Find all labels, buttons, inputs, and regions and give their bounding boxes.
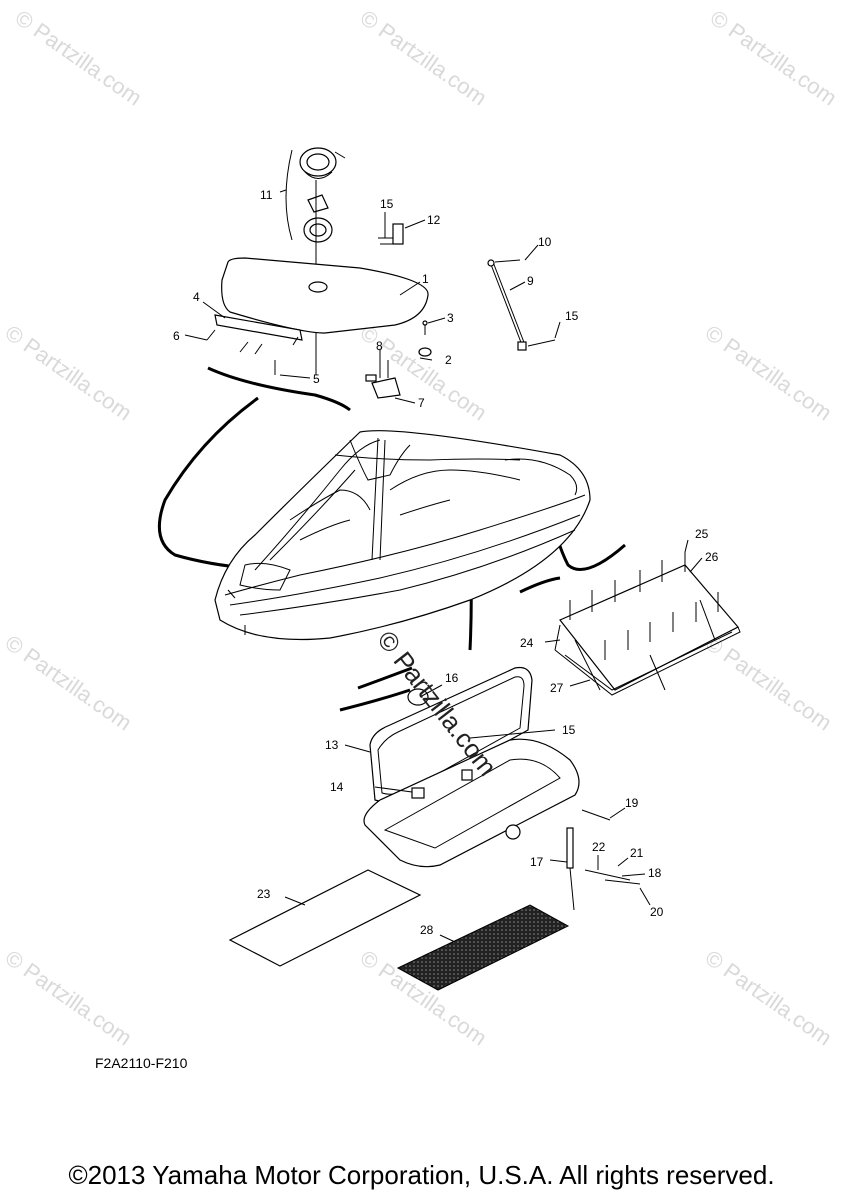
- callout-13: 13: [325, 738, 339, 752]
- callout-27: 27: [550, 681, 564, 695]
- callout-11: 11: [260, 188, 273, 202]
- cable: [157, 396, 259, 570]
- callout-6: 6: [173, 329, 180, 343]
- cable: [207, 366, 351, 412]
- copyright-notice: ©2013 Yamaha Motor Corporation, U.S.A. A…: [68, 1160, 775, 1190]
- callout-26: 26: [705, 550, 719, 564]
- callout-18: 18: [648, 866, 662, 880]
- mat-23: [228, 869, 422, 967]
- callout-28: 28: [420, 923, 434, 937]
- callout-15: 15: [565, 309, 579, 323]
- callout-7: 7: [418, 396, 425, 410]
- callout-4: 4: [193, 290, 200, 304]
- hatch-lid: [363, 666, 580, 868]
- callout-1: 1: [422, 272, 429, 286]
- hinge-bar: [206, 314, 303, 375]
- callout-10: 10: [538, 235, 552, 249]
- callout-24: 24: [520, 636, 534, 650]
- callout-2: 2: [445, 353, 452, 367]
- floor-frame: [554, 552, 741, 696]
- callout-16: 16: [445, 671, 459, 685]
- callout-15: 15: [562, 723, 576, 737]
- cable: [339, 688, 411, 712]
- callout-20: 20: [650, 905, 664, 919]
- boat-hull: [214, 430, 591, 641]
- washer-and-bolt: [418, 320, 432, 357]
- callout-labels: 1 2 3 4 5 6 7 8 9 10 11 12 13 14 15 15 1…: [173, 188, 719, 937]
- callout-22: 22: [592, 840, 606, 854]
- fuel-cap-assembly: [279, 147, 346, 375]
- diagram-code: F2A2110-F210: [95, 1055, 188, 1071]
- callout-21: 21: [630, 846, 644, 860]
- callout-5: 5: [313, 372, 320, 386]
- callout-8: 8: [376, 339, 383, 353]
- callout-12: 12: [427, 213, 441, 227]
- callout-19: 19: [625, 796, 639, 810]
- callout-9: 9: [527, 274, 534, 288]
- support-rod: [487, 259, 556, 351]
- callout-3: 3: [447, 311, 454, 325]
- lock-mechanism: [365, 350, 401, 399]
- callout-15: 15: [380, 197, 394, 211]
- hatch-cover: [221, 257, 429, 334]
- cable: [519, 576, 561, 594]
- latch: [378, 223, 404, 245]
- callout-14: 14: [330, 780, 344, 794]
- cable: [357, 666, 413, 690]
- leader-lines: [184, 212, 703, 943]
- mat-28: [396, 904, 570, 991]
- gas-strut: [566, 809, 641, 911]
- callout-23: 23: [257, 887, 271, 901]
- callout-25: 25: [695, 527, 709, 541]
- callout-17: 17: [530, 855, 544, 869]
